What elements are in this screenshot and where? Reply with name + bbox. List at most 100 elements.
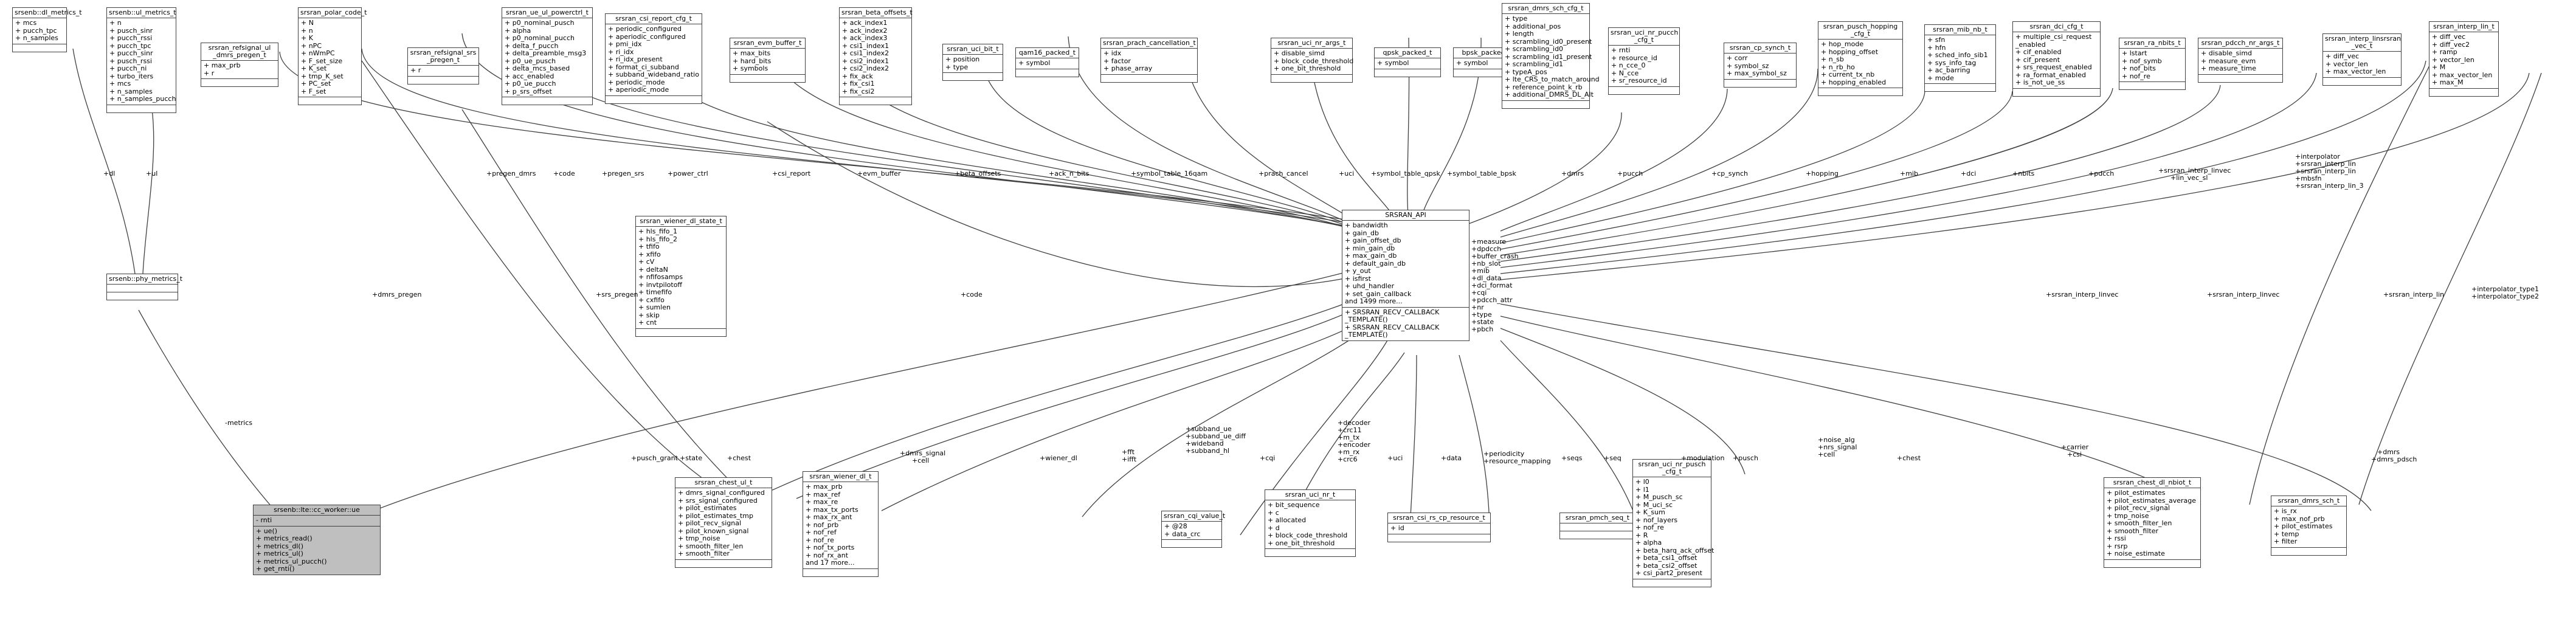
class-node-interp-linsrs[interactable]: srsran_interp_linsrsran_vec_t+ diff_vec+… [2322, 33, 2402, 86]
attribute-list: + r [408, 65, 478, 76]
class-node-pusch-hopping[interactable]: srsran_pusch_hopping_cfg_t+ hop_mode+ ho… [1818, 21, 1903, 96]
attribute-list: + bit_sequence+ c+ allocated+ d+ block_c… [1265, 500, 1355, 548]
class-node-prach-cancel[interactable]: srsran_prach_cancellation_t+ idx+ factor… [1100, 38, 1198, 83]
attribute-list: + symbol [1454, 58, 1519, 69]
edge-label: +dpdcch [1471, 245, 1502, 253]
class-title: srsran_uci_nr_pusch_cfg_t [1633, 460, 1711, 477]
class-node-uci-nr-pusch[interactable]: srsran_uci_nr_pusch_cfg_t+ l0+ l1+ M_pus… [1632, 459, 1714, 587]
class-node-qam16[interactable]: qam16_packed_t+ symbol [1015, 47, 1079, 77]
edge-label: +mib [1900, 170, 1918, 178]
attribute: + turbo_iters [109, 72, 154, 80]
class-node-mib-nb[interactable]: srsran_mib_nb_t+ sfn+ hfn+ sched_info_si… [1924, 24, 1996, 92]
attribute: + N_cce [1611, 69, 1639, 77]
attribute: + measure_evm [2201, 57, 2256, 65]
class-node-polar-code[interactable]: srsran_polar_code_t+ N+ n+ K+ nPC+ nWmPC… [298, 7, 367, 105]
edge-label: +cqi [1260, 454, 1276, 462]
class-node-pmch-seq[interactable]: srsran_pmch_seq_t [1559, 513, 1635, 539]
class-title-line: srsenb::ul_metrics_t [109, 9, 176, 16]
method: + get_rnti() [256, 565, 295, 573]
class-node-ue-ul-powerctrl[interactable]: srsran_ue_ul_powerctrl_t+ p0_nominal_pus… [502, 7, 593, 105]
method-list [730, 74, 805, 82]
method-list [2198, 74, 2282, 82]
class-title: srsran_csi_report_cfg_t [606, 14, 702, 24]
attribute: + acc_enabled [505, 72, 554, 80]
class-node-refsignal-srs[interactable]: srsran_refsignal_srs_pregen_t+ r [407, 47, 479, 85]
attribute: + invtpilotoff [638, 280, 683, 289]
class-node-interp-lin[interactable]: srsran_interp_lin_t+ diff_vec+ diff_vec2… [2429, 21, 2499, 97]
attribute: + pusch_sinr [109, 26, 153, 35]
class-title: srsran_interp_lin_t [2429, 22, 2498, 32]
class-node-uci-nr-pucch[interactable]: srsran_uci_nr_pucch_cfg_t+ rnti+ resourc… [1608, 27, 1680, 95]
attribute: + typeA_pos [1505, 67, 1547, 76]
attribute: + phase_array [1103, 64, 1153, 72]
edge-label: +measure [1471, 238, 1507, 246]
class-node-chest-dl-nbiot[interactable]: srsran_chest_dl_nbiot_t+ pilot_estimates… [2104, 477, 2201, 568]
edge-label: +srsran_interp_lin_3 [2295, 182, 2364, 190]
class-node-pdcch-nr-args[interactable]: srsran_pdcch_nr_args_t+ disable_simd+ me… [2198, 38, 2283, 83]
edge-label: +hopping [1806, 170, 1839, 178]
attribute: + hls_fifo_1 [638, 227, 678, 235]
class-node-dci-cfg[interactable]: srsran_dci_cfg_t+ multiple_csi_request_e… [2012, 21, 2101, 97]
attribute: + N [301, 19, 314, 27]
class-node-cc-worker[interactable]: srsenb::lte::cc_worker::ue- rnti+ ue()+ … [253, 505, 381, 575]
edge-label: +subband_ue_diff [1186, 432, 1246, 440]
class-title-line: srsran_dmrs_sch_cfg_t [1508, 4, 1584, 12]
class-node-dl-metrics[interactable]: srsenb::dl_metrics_t+ mcs+ pucch_tpc+ n_… [12, 7, 82, 52]
edge-label: +pregen_srs [602, 170, 644, 178]
attribute: + current_tx_nb [1821, 71, 1875, 78]
class-title-line: _vec_t [2351, 42, 2373, 50]
class-title: srsenb::phy_metrics_t [107, 274, 182, 284]
attribute: + r [410, 66, 421, 74]
edge-label: +decoder [1338, 419, 1371, 427]
attribute: + nof_symb [2122, 57, 2162, 65]
edge-label: +periodicity [1483, 450, 1525, 458]
attribute: + hop_mode [1821, 40, 1864, 48]
attribute-list: + max_prb+ r [201, 60, 278, 78]
edge-label: +prach_cancel [1259, 170, 1308, 178]
class-node-ul-metrics[interactable]: srsenb::ul_metrics_t+ n+ pusch_sinr+ puc… [106, 7, 176, 113]
class-node-beta-offsets[interactable]: srsran_beta_offsets_t+ ack_index1+ ack_i… [839, 7, 913, 105]
class-node-wiener-dl[interactable]: srsran_wiener_dl_t+ max_prb+ max_ref+ ma… [803, 471, 879, 577]
attribute: + block_code_threshold [1268, 531, 1348, 539]
class-node-qpsk[interactable]: qpsk_packed_t+ symbol [1374, 47, 1441, 77]
class-node-cp-synch[interactable]: srsran_cp_synch_t+ corr+ symbol_sz+ max_… [1724, 43, 1797, 88]
attribute: + subband_wideband_ratio [608, 71, 699, 78]
class-node-uci-bit[interactable]: srsran_uci_bit_t+ position+ type [942, 44, 1003, 81]
class-title: srsran_pusch_hopping_cfg_t [1818, 22, 1902, 39]
class-title-line: srsran_dci_cfg_t [2029, 22, 2084, 30]
class-node-chest-ul[interactable]: srsran_chest_ul_t+ dmrs_signal_configure… [675, 477, 772, 568]
class-node-dmrs-sch-cfg[interactable]: srsran_dmrs_sch_cfg_t+ type+ additional_… [1502, 3, 1600, 109]
class-node-srsran-api[interactable]: SRSRAN_API+ bandwidth+ gain_db+ gain_off… [1342, 210, 1469, 341]
edge-label: +nb_slot [1471, 260, 1501, 268]
attribute-list: + @28+ data_crc [1162, 521, 1221, 539]
class-node-dmrs-sch[interactable]: srsran_dmrs_sch_t+ is_rx+ max_nof_prb+ p… [2271, 496, 2347, 556]
attribute-list: + is_rx+ max_nof_prb+ pilot_estimates+ t… [2271, 506, 2346, 547]
class-node-uci-nr[interactable]: srsran_uci_nr_t+ bit_sequence+ c+ alloca… [1265, 489, 1356, 557]
attribute: + bit_sequence [1268, 501, 1320, 509]
attribute-list: + symbol [1016, 58, 1079, 69]
attribute: + lstart [2122, 49, 2147, 57]
class-node-csi-rs-cp[interactable]: srsran_csi_rs_cp_resource_t+ id [1387, 513, 1491, 542]
attribute: + delta_f_pucch [505, 41, 559, 50]
class-node-refsignal-ul[interactable]: srsran_refsignal_ul_dmrs_pregen_t+ max_p… [201, 43, 278, 87]
edge-label: +wideband [1186, 440, 1224, 447]
class-node-wiener-dl-state[interactable]: srsran_wiener_dl_state_t+ hls_fifo_1+ hl… [635, 216, 727, 337]
attribute-list: + lstart+ nof_symb+ nof_bits+ nof_re [2119, 48, 2185, 81]
class-node-cqi-value[interactable]: srsran_cqi_value_t+ @28+ data_crc [1161, 511, 1225, 548]
method-list [1265, 548, 1355, 556]
method-list [2323, 77, 2401, 85]
attribute: + nof_re [1635, 523, 1664, 531]
class-node-phy-metrics[interactable]: srsenb::phy_metrics_t [106, 274, 182, 300]
attribute: + csi2_index1 [842, 57, 889, 65]
class-node-evm-buffer[interactable]: srsran_evm_buffer_t+ max_bits+ hard_bits… [730, 38, 806, 83]
attribute: + R [1635, 531, 1648, 539]
class-title-line: srsenb::lte::cc_worker::ue [274, 506, 360, 514]
class-title-line: srsran_interp_linsrsran [2325, 35, 2402, 43]
class-node-uci-nr-args[interactable]: srsran_uci_nr_args_t+ disable_simd+ bloc… [1271, 38, 1353, 83]
edge-label: +dmrs [1561, 170, 1584, 178]
attribute: + dmrs_signal_configured [678, 489, 765, 497]
attribute: + n_samples [109, 87, 153, 95]
class-node-ra-nbits[interactable]: srsran_ra_nbits_t+ lstart+ nof_symb+ nof… [2119, 38, 2186, 90]
class-node-csi-report[interactable]: srsran_csi_report_cfg_t+ periodic_config… [605, 13, 702, 104]
method-list [943, 72, 1003, 80]
